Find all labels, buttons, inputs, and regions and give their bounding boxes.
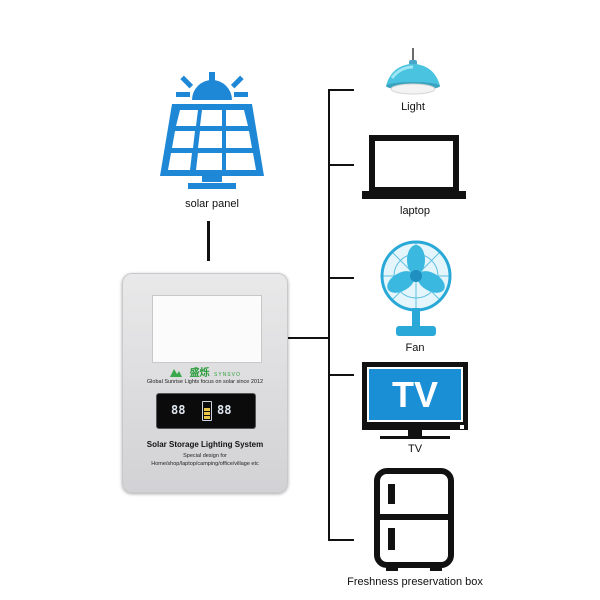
controller-panel-window: [152, 295, 262, 363]
tv-label: TV: [407, 443, 423, 455]
tv-power-dot: [460, 425, 464, 429]
controller-subtitle-1: Special design for: [183, 453, 227, 459]
lcd-right-digits: 88: [217, 403, 232, 417]
solar-panel-node: solar panel: [150, 70, 280, 220]
tv-base: [380, 436, 450, 439]
controller-tagline: Global Sunrise Lights focus on solar sin…: [146, 379, 264, 385]
tv-screen-text: TV: [391, 373, 438, 415]
lcd-left-digits: 88: [171, 403, 186, 417]
brand-logo-icon: [170, 368, 183, 377]
tv-stand: [408, 430, 422, 436]
connector-controller-to-bus: [288, 337, 330, 339]
branch-laptop: [328, 164, 354, 166]
refrigerator-icon: [374, 468, 454, 571]
branch-fan: [328, 277, 354, 279]
brand-name-en: SYNSVO: [214, 372, 241, 378]
battery-level-icon: [202, 401, 212, 421]
fridge-label: Freshness preservation box: [347, 576, 483, 588]
branch-fridge: [328, 539, 354, 541]
fan-icon: [380, 240, 452, 336]
controller-title: Solar Storage Lighting System: [146, 440, 264, 449]
controller-subtitle-2: Home/shop/laptop/camping/office/village …: [151, 461, 259, 467]
tv-icon: TV: [362, 362, 468, 430]
vertical-bus-line: [328, 89, 330, 541]
solar-panel-label: solar panel: [185, 198, 239, 210]
laptop-icon: [362, 135, 466, 199]
brand-name-cn: 盛烁: [189, 368, 210, 379]
connector-panel-to-controller: [207, 221, 210, 261]
branch-light: [328, 89, 354, 91]
controller-lcd-display: 88 88: [156, 393, 256, 429]
pendant-lamp-icon: [386, 48, 440, 95]
light-label: Light: [401, 101, 425, 113]
tv-screen: TV: [367, 367, 463, 422]
laptop-label: laptop: [400, 205, 430, 217]
solar-storage-controller: 盛烁 SYNSVO Global Sunrise Lights focus on…: [122, 273, 288, 493]
solar-panel-icon: [160, 72, 264, 189]
controller-brand: 盛烁 SYNSVO: [122, 363, 288, 381]
branch-tv: [328, 374, 354, 376]
fan-label: Fan: [405, 342, 425, 354]
